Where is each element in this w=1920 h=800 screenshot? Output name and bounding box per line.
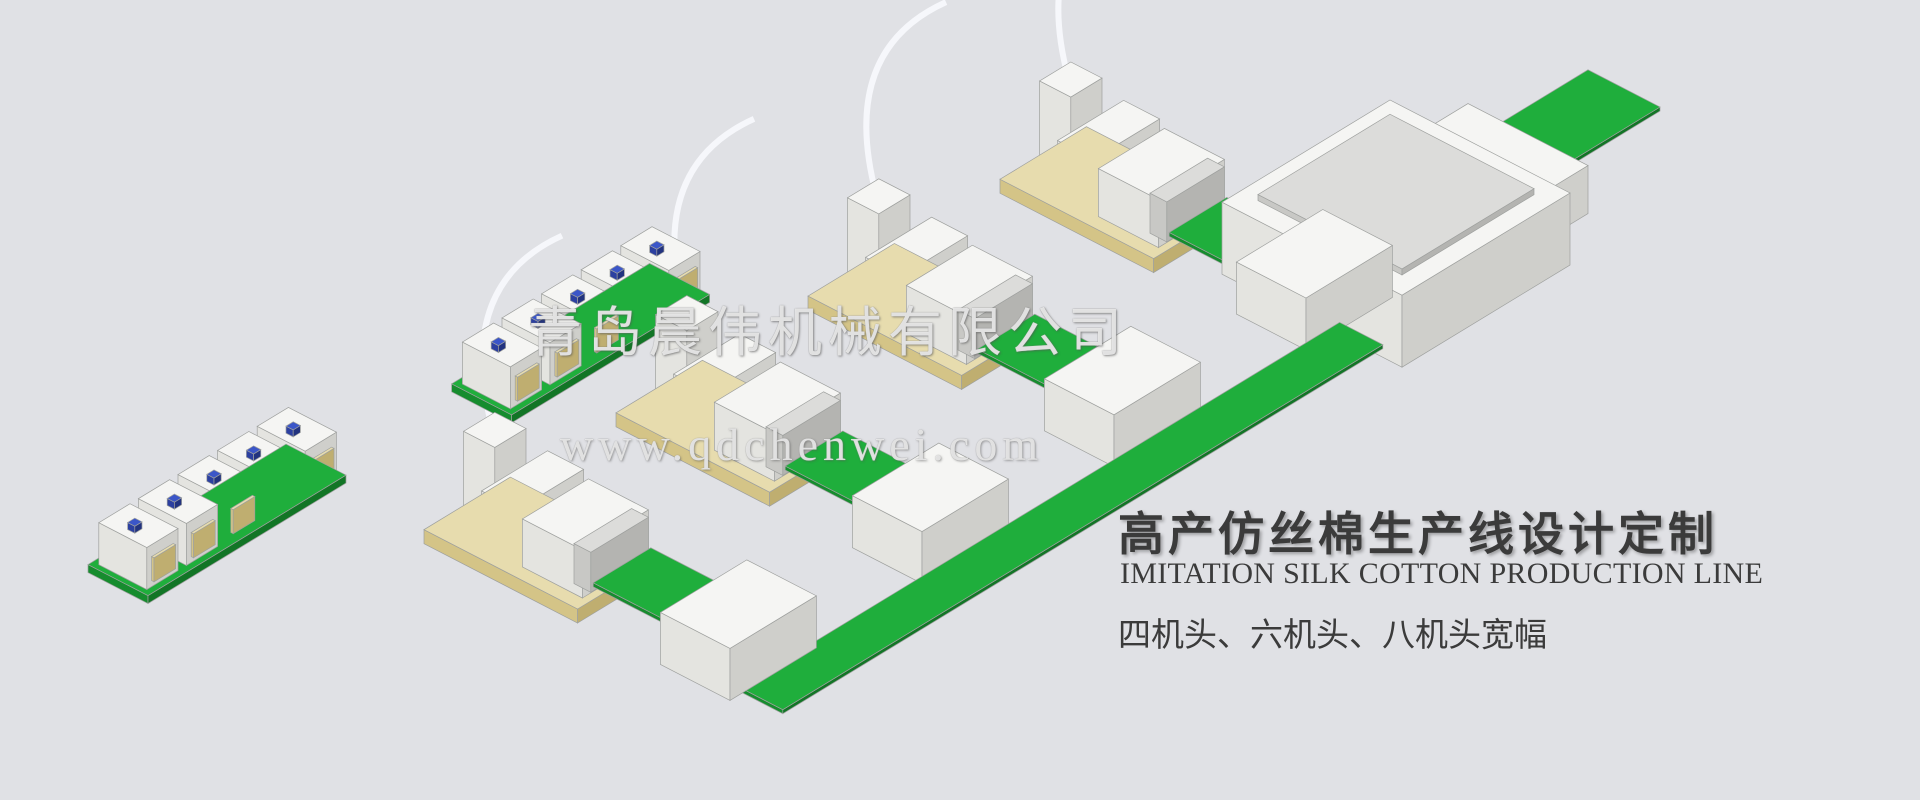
blue-motor [490, 337, 507, 354]
opener-panel-top-face [150, 543, 177, 559]
banner-subtitle-english: IMITATION SILK COTTON PRODUCTION LINE [1120, 557, 1764, 590]
crosslapper [851, 442, 1010, 585]
banner-headline: 高产仿丝棉生产线设计定制 [1118, 507, 1718, 561]
opener-panel [230, 494, 256, 535]
blue-motor-top-face [166, 493, 183, 503]
opener-panel-top-face [554, 338, 580, 354]
crosslapper [1043, 325, 1202, 468]
crosslapper-top-face [1235, 209, 1394, 299]
website-watermark: www.qdchenwei.com [560, 419, 1044, 470]
blue-motor [530, 312, 546, 330]
carding-machine-top-face [1097, 128, 1226, 200]
air-duct [1055, 0, 1072, 80]
blue-motor-top-face [285, 421, 302, 431]
blue-motor [609, 264, 626, 281]
carding-roller [957, 274, 1034, 360]
carding-machine-top-face [521, 478, 650, 551]
hopper-tower-top-face [846, 178, 911, 215]
air-duct [863, 0, 948, 197]
opener-panel [554, 338, 580, 378]
blue-motor [569, 288, 586, 305]
opener-panel-top-face [514, 362, 540, 378]
blue-motor-top-face [126, 517, 143, 527]
crosslapper [659, 559, 818, 702]
collector-conveyor-top-face [738, 321, 1384, 711]
opener-panel [150, 543, 177, 583]
hopper-tower-top-face [1038, 61, 1103, 98]
blue-motor-top-face [530, 312, 546, 322]
blue-motor-top-face [569, 288, 586, 298]
opener-panel-top-face [190, 518, 216, 535]
opener-panel-front-face [514, 375, 518, 402]
blue-motor [245, 445, 262, 462]
carding-roller [1149, 157, 1226, 243]
carding-roller-top-face [1149, 157, 1226, 203]
crosslapper [1235, 209, 1394, 351]
opener-panel-top-face [230, 494, 256, 511]
blue-motor-top-face [648, 240, 665, 250]
opener-panel-front-face [151, 556, 155, 583]
opener-panel [593, 314, 620, 354]
blue-motor [648, 240, 665, 257]
crosslapper-top-face [659, 559, 818, 649]
carding-roller-top-face [957, 274, 1034, 320]
carding-roller-top-face [573, 508, 650, 553]
opener-panel-top-face [593, 314, 620, 330]
blue-motor [166, 493, 183, 510]
blue-motor-top-face [609, 264, 626, 274]
opener-panel-front-face [230, 507, 234, 535]
crosslapper-top-face [851, 442, 1010, 533]
opener-panel [190, 518, 216, 559]
crosslapper-top-face [1043, 325, 1202, 416]
carding-machine-top-face [713, 361, 842, 434]
blue-motor-top-face [490, 337, 507, 346]
blue-motor [126, 517, 143, 534]
blue-motor-top-face [245, 445, 262, 455]
blue-motor [206, 469, 222, 486]
blue-motor [285, 421, 302, 438]
blue-motor-top-face [206, 469, 222, 479]
carding-machine-top-face [905, 244, 1034, 317]
carding-roller-top-face [765, 391, 842, 436]
collector-conveyor [738, 321, 1384, 715]
opener-panel [514, 362, 540, 402]
carding-roller [765, 391, 842, 477]
hopper-tower-top-face [462, 411, 527, 448]
company-watermark: 青岛晨伟机械有限公司 [528, 301, 1128, 364]
opener-panel-front-face [190, 531, 194, 559]
carding-roller [573, 508, 650, 593]
banner-subtitle-chinese: 四机头、六机头、八机头宽幅 [1118, 615, 1547, 654]
hopper-tower-top-face [654, 295, 719, 332]
